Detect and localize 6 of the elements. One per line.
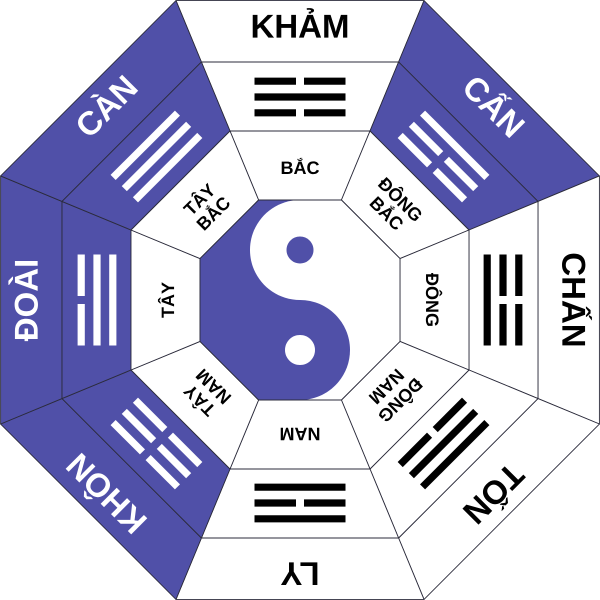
direction-segment: ĐÔNG (400, 230, 470, 370)
node-label: CHẤN (562, 254, 592, 346)
direction-segment: TÂY (130, 230, 200, 370)
direction-segment: BẮC (230, 130, 370, 200)
node-label: LY (280, 562, 318, 586)
direction-segment: NAM (230, 400, 370, 470)
